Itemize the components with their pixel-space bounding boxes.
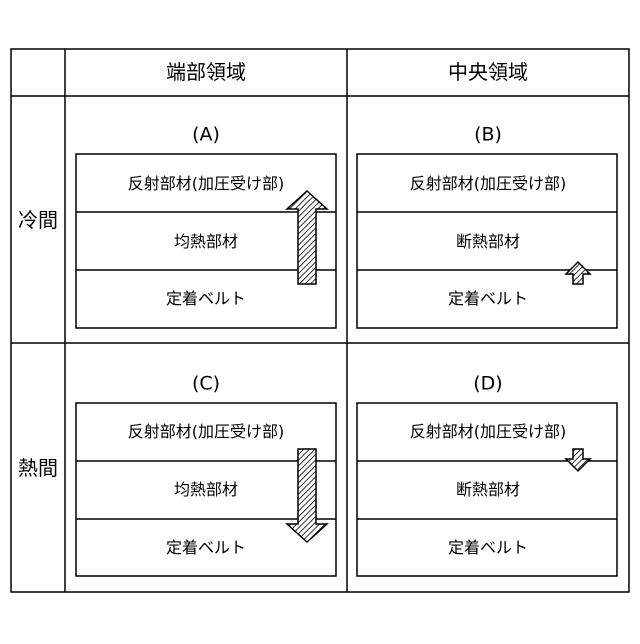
panel-d-layer-middle: 断熱部材: [456, 482, 520, 498]
panel-c-label: (C): [192, 375, 220, 394]
panel-d-layer-reflector: 反射部材(加圧受け部): [410, 424, 567, 440]
panel-d-layer-belt: 定着ベルト: [448, 540, 528, 556]
row-label-cold: 冷間: [18, 210, 58, 230]
panel-a-label: (A): [192, 126, 220, 145]
panel-d-label: (D): [473, 375, 502, 394]
expansion-arrow-down-short: [566, 449, 590, 471]
column-header-edge: 端部領域: [166, 62, 246, 82]
panel-c-layer-middle: 均熱部材: [174, 482, 238, 498]
panel-a-layer-middle: 均熱部材: [174, 234, 238, 250]
panel-c-layer-belt: 定着ベルト: [166, 540, 246, 556]
expansion-arrow-down-long: [287, 449, 327, 542]
panel-a-layer-reflector: 反射部材(加圧受け部): [128, 176, 285, 192]
row-label-hot: 熱間: [18, 458, 58, 478]
table-grid: [11, 49, 629, 592]
panel-a-layer-belt: 定着ベルト: [166, 291, 246, 307]
panel-c-layer-reflector: 反射部材(加圧受け部): [128, 424, 285, 440]
column-header-center: 中央領域: [448, 62, 528, 82]
panel-b-layer-belt: 定着ベルト: [448, 291, 528, 307]
expansion-arrow-up-short: [566, 262, 590, 284]
panel-b-label: (B): [474, 126, 502, 145]
panel-b-layer-reflector: 反射部材(加圧受け部): [410, 176, 567, 192]
panel-b-layer-middle: 断熱部材: [456, 234, 520, 250]
